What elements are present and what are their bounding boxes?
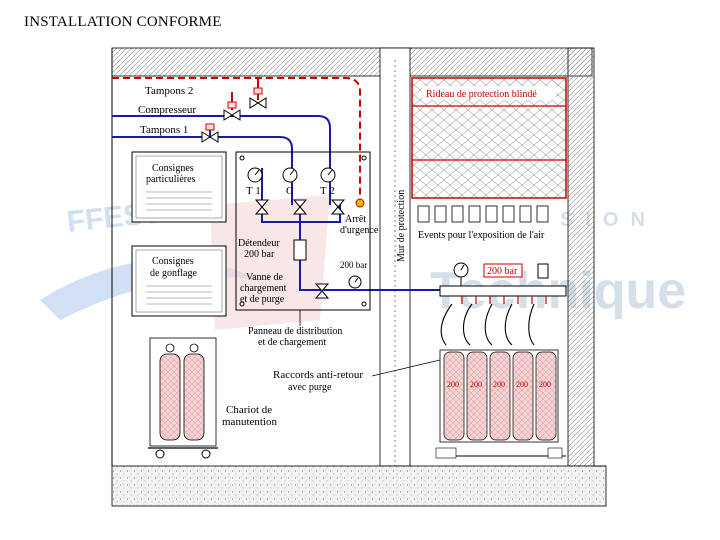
- valve-icon-panel-t2: [330, 199, 346, 215]
- svg-text:d'urgence: d'urgence: [340, 225, 379, 236]
- svg-text:Consignes: Consignes: [152, 163, 194, 174]
- svg-text:200: 200: [516, 380, 528, 389]
- svg-text:et de purge: et de purge: [240, 294, 285, 305]
- label-tampons2: Tampons 2: [145, 85, 193, 97]
- svg-text:particulières: particulières: [146, 174, 196, 185]
- gauge-icon-c: [282, 167, 298, 183]
- svg-text:200 bar: 200 bar: [244, 249, 275, 260]
- svg-text:200: 200: [447, 380, 459, 389]
- gauge-icon-200: [348, 275, 362, 289]
- label-chariot-1: Chariot de: [226, 404, 272, 416]
- bottle-rack: 200 200 200 200 200: [435, 349, 566, 459]
- ground-slab: [111, 465, 607, 507]
- valve-icons-lines: [201, 87, 267, 143]
- label-mur-protection: Mur de protection: [396, 190, 407, 262]
- svg-text:C: C: [286, 185, 293, 197]
- consignes-gonflage-board: Consignes de gonflage: [131, 245, 227, 317]
- svg-text:T 1: T 1: [246, 185, 261, 197]
- svg-text:Consignes: Consignes: [152, 256, 194, 267]
- svg-text:Vanne de: Vanne de: [246, 272, 283, 283]
- chariot: [148, 337, 218, 459]
- valve-icon-compresseur: [223, 101, 241, 121]
- ceiling-slab: [111, 47, 593, 77]
- hoses: [440, 303, 535, 346]
- wheel-icon-left: [155, 449, 165, 459]
- svg-text:200: 200: [470, 380, 482, 389]
- valve-icon-panel-t1: [254, 199, 270, 215]
- valve-icon-panel-c: [292, 199, 308, 215]
- wheel-icon-right: [201, 449, 211, 459]
- consignes-particulieres-board: Consignes particulières: [131, 151, 227, 223]
- label-manifold-200: 200 bar: [487, 266, 518, 277]
- label-panneau-1: Panneau de distribution: [248, 326, 342, 337]
- svg-text:de gonflage: de gonflage: [150, 268, 197, 279]
- svg-text:Arrêt: Arrêt: [345, 214, 366, 225]
- label-panneau-2: et de chargement: [258, 337, 326, 348]
- label-raccords-1: Raccords anti-retour: [273, 369, 363, 381]
- svg-text:200: 200: [493, 380, 505, 389]
- valve-icon-tampons2: [249, 87, 267, 109]
- gauge-icon-manifold: [453, 262, 469, 278]
- label-tampons1: Tampons 1: [140, 124, 188, 136]
- label-compresseur: Compresseur: [138, 104, 196, 116]
- gauge-icon-t1: [247, 167, 263, 183]
- svg-text:200: 200: [539, 380, 551, 389]
- label-rideau: Rideau de protection blindé: [426, 89, 537, 100]
- detendeur-icon: [293, 239, 307, 261]
- valve-icon-chargement: [314, 283, 330, 299]
- svg-text:chargement: chargement: [240, 283, 287, 294]
- page-title: INSTALLATION CONFORME: [24, 14, 222, 30]
- vents: [417, 205, 549, 223]
- label-raccords-2: avec purge: [288, 382, 332, 393]
- svg-text:200 bar: 200 bar: [340, 260, 367, 270]
- label-chariot-2: manutention: [222, 416, 277, 428]
- valve-icon-tampons1: [201, 123, 219, 143]
- right-wall: [567, 47, 595, 467]
- svg-text:T 2: T 2: [320, 185, 335, 197]
- distribution-panel: T 1 C T 2 Détendeur 200 bar 200 bar Vann…: [235, 151, 379, 311]
- label-events: Events pour l'exposition de l'air: [418, 230, 545, 241]
- svg-text:Détendeur: Détendeur: [238, 238, 280, 249]
- gauge-icon-t2: [320, 167, 336, 183]
- manifold: 200 bar: [439, 262, 567, 304]
- blast-curtain: Rideau de protection blindé: [411, 77, 567, 199]
- building: [111, 47, 607, 507]
